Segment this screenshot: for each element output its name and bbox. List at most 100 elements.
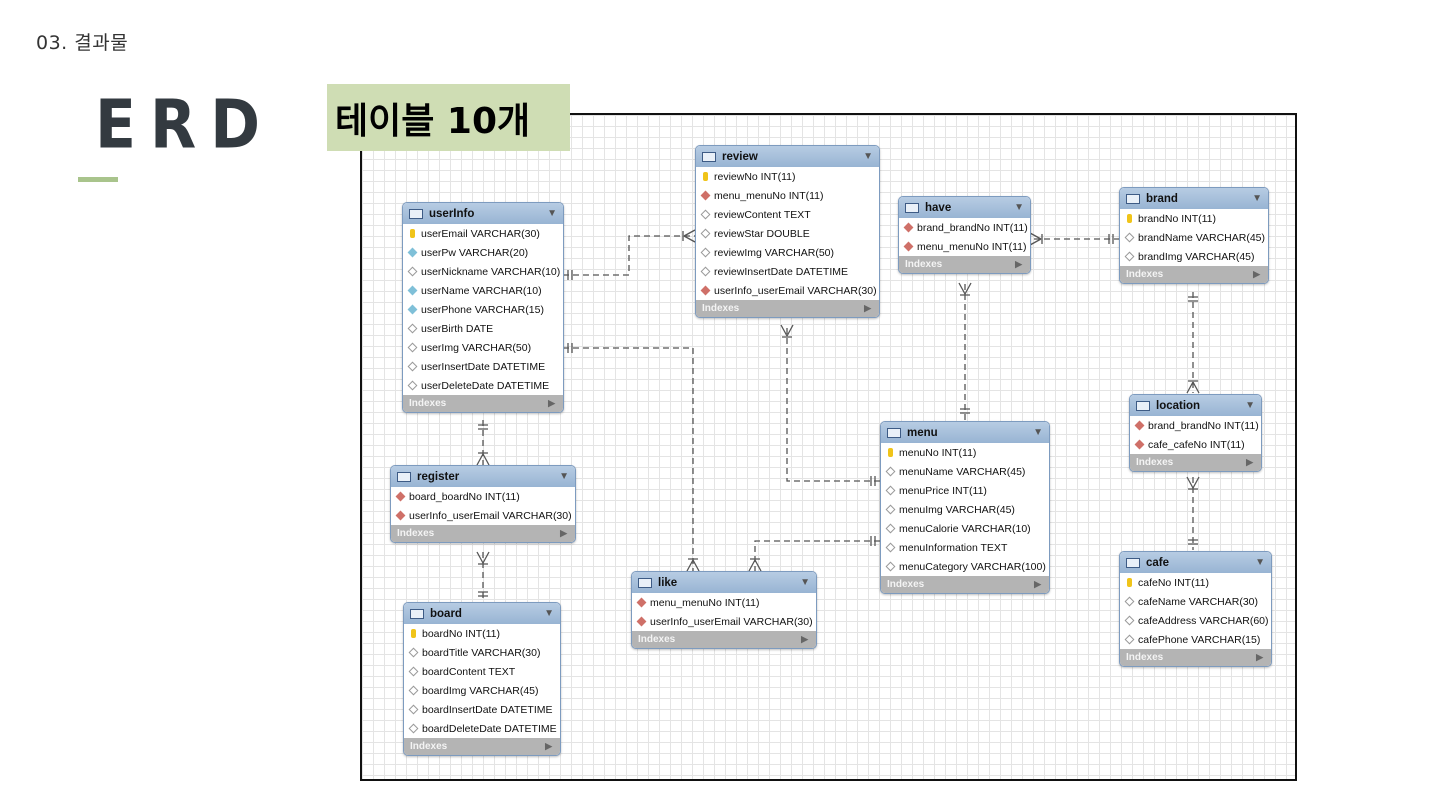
column-row[interactable]: userBirth DATE [403,319,563,338]
entity-header[interactable]: userInfo▼ [403,203,563,224]
column-row[interactable]: menuNo INT(11) [881,443,1049,462]
entity-like[interactable]: like▼menu_menuNo INT(11)userInfo_userEma… [631,571,817,649]
entity-header[interactable]: review▼ [696,146,879,167]
indexes-bar[interactable]: Indexes▶ [632,631,816,648]
indexes-bar[interactable]: Indexes▶ [1120,266,1268,283]
column-row[interactable]: reviewContent TEXT [696,205,879,224]
column-row[interactable]: cafePhone VARCHAR(15) [1120,630,1271,649]
triangle-right-icon[interactable]: ▶ [548,398,555,408]
triangle-right-icon[interactable]: ▶ [1015,259,1022,269]
chevron-down-icon[interactable]: ▼ [863,151,873,162]
column-row[interactable]: userInfo_userEmail VARCHAR(30) [632,612,816,631]
chevron-down-icon[interactable]: ▼ [1252,193,1262,204]
entity-header[interactable]: menu▼ [881,422,1049,443]
entity-header[interactable]: location▼ [1130,395,1261,416]
entity-brand[interactable]: brand▼brandNo INT(11)brandName VARCHAR(4… [1119,187,1269,284]
indexes-bar[interactable]: Indexes▶ [881,576,1049,593]
chevron-down-icon[interactable]: ▼ [1245,400,1255,411]
column-row[interactable]: brandName VARCHAR(45) [1120,228,1268,247]
column-row[interactable]: userInsertDate DATETIME [403,357,563,376]
chevron-down-icon[interactable]: ▼ [1255,557,1265,568]
column-row[interactable]: userInfo_userEmail VARCHAR(30) [391,506,575,525]
column-row[interactable]: menuInformation TEXT [881,538,1049,557]
entity-menu[interactable]: menu▼menuNo INT(11)menuName VARCHAR(45)m… [880,421,1050,594]
column-row[interactable]: brandNo INT(11) [1120,209,1268,228]
entity-board[interactable]: board▼boardNo INT(11)boardTitle VARCHAR(… [403,602,561,756]
column-row[interactable]: menu_menuNo INT(11) [899,237,1030,256]
entity-header[interactable]: board▼ [404,603,560,624]
triangle-right-icon[interactable]: ▶ [801,634,808,644]
column-row[interactable]: boardNo INT(11) [404,624,560,643]
column-row[interactable]: boardTitle VARCHAR(30) [404,643,560,662]
entity-register[interactable]: register▼board_boardNo INT(11)userInfo_u… [390,465,576,543]
entity-header[interactable]: register▼ [391,466,575,487]
column-row[interactable]: userNickname VARCHAR(10) [403,262,563,281]
entity-location[interactable]: location▼brand_brandNo INT(11) cafe_cafeN… [1129,394,1262,472]
entity-header[interactable]: brand▼ [1120,188,1268,209]
column-row[interactable]: userEmail VARCHAR(30) [403,224,563,243]
triangle-right-icon[interactable]: ▶ [1246,457,1253,467]
column-row[interactable]: board_boardNo INT(11) [391,487,575,506]
foreign-key-icon [903,241,914,252]
triangle-right-icon[interactable]: ▶ [1034,579,1041,589]
triangle-right-icon[interactable]: ▶ [545,741,552,751]
chevron-down-icon[interactable]: ▼ [544,608,554,619]
column-row[interactable]: menuPrice INT(11) [881,481,1049,500]
chevron-down-icon[interactable]: ▼ [547,208,557,219]
indexes-bar[interactable]: Indexes▶ [403,395,563,412]
column-row[interactable]: boardDeleteDate DATETIME [404,719,560,738]
column-row[interactable]: userDeleteDate DATETIME [403,376,563,395]
column-row[interactable]: userImg VARCHAR(50) [403,338,563,357]
column-text: menuInformation TEXT [899,541,1008,554]
chevron-down-icon[interactable]: ▼ [1014,202,1024,213]
column-row[interactable]: boardInsertDate DATETIME [404,700,560,719]
column-row[interactable]: brand_brandNo INT(11) [1130,416,1261,435]
indexes-bar[interactable]: Indexes▶ [899,256,1030,273]
column-row[interactable]: cafeName VARCHAR(30) [1120,592,1271,611]
column-row[interactable]: brand_brandNo INT(11) [899,218,1030,237]
column-row[interactable]: menuImg VARCHAR(45) [881,500,1049,519]
indexes-label: Indexes [1136,457,1174,468]
column-row[interactable]: menuName VARCHAR(45) [881,462,1049,481]
column-row[interactable]: menu_menuNo INT(11) [632,593,816,612]
column-row[interactable]: boardContent TEXT [404,662,560,681]
column-row[interactable]: userInfo_userEmail VARCHAR(30) [696,281,879,300]
entity-header[interactable]: cafe▼ [1120,552,1271,573]
triangle-right-icon[interactable]: ▶ [1256,652,1263,662]
column-row[interactable]: cafe_cafeNo INT(11) [1130,435,1261,454]
column-row[interactable]: brandImg VARCHAR(45) [1120,247,1268,266]
column-row[interactable]: reviewImg VARCHAR(50) [696,243,879,262]
column-row[interactable]: userPw VARCHAR(20) [403,243,563,262]
chevron-down-icon[interactable]: ▼ [800,577,810,588]
entity-header[interactable]: have▼ [899,197,1030,218]
column-row[interactable]: menu_menuNo INT(11) [696,186,879,205]
indexes-bar[interactable]: Indexes▶ [1120,649,1271,666]
indexes-bar[interactable]: Indexes ▶ [1130,454,1261,471]
entity-header[interactable]: like▼ [632,572,816,593]
entity-have[interactable]: have▼brand_brandNo INT(11)menu_menuNo IN… [898,196,1031,274]
indexes-bar[interactable]: Indexes▶ [696,300,879,317]
column-row[interactable]: cafeAddress VARCHAR(60) [1120,611,1271,630]
indexes-bar[interactable]: Indexes▶ [404,738,560,755]
entity-userinfo[interactable]: userInfo▼userEmail VARCHAR(30)userPw VAR… [402,202,564,413]
column-row[interactable]: userName VARCHAR(10) [403,281,563,300]
column-row[interactable]: menuCalorie VARCHAR(10) [881,519,1049,538]
column-row[interactable]: reviewNo INT(11) [696,167,879,186]
column-row[interactable]: reviewInsertDate DATETIME [696,262,879,281]
key-icon [410,229,415,238]
column-row[interactable]: reviewStar DOUBLE [696,224,879,243]
triangle-right-icon[interactable]: ▶ [560,528,567,538]
column-text: cafe_cafeNo INT(11) [1148,438,1245,451]
column-row[interactable]: userPhone VARCHAR(15) [403,300,563,319]
triangle-right-icon[interactable]: ▶ [1253,269,1260,279]
column-row[interactable]: boardImg VARCHAR(45) [404,681,560,700]
entity-review[interactable]: review▼reviewNo INT(11)menu_menuNo INT(1… [695,145,880,318]
column-row[interactable]: menuCategory VARCHAR(100) [881,557,1049,576]
entity-cafe[interactable]: cafe▼cafeNo INT(11)cafeName VARCHAR(30)c… [1119,551,1272,667]
column-row[interactable]: cafeNo INT(11) [1120,573,1271,592]
indexes-bar[interactable]: Indexes▶ [391,525,575,542]
column-icon [700,266,711,277]
chevron-down-icon[interactable]: ▼ [1033,427,1043,438]
triangle-right-icon[interactable]: ▶ [864,303,871,313]
chevron-down-icon[interactable]: ▼ [559,471,569,482]
